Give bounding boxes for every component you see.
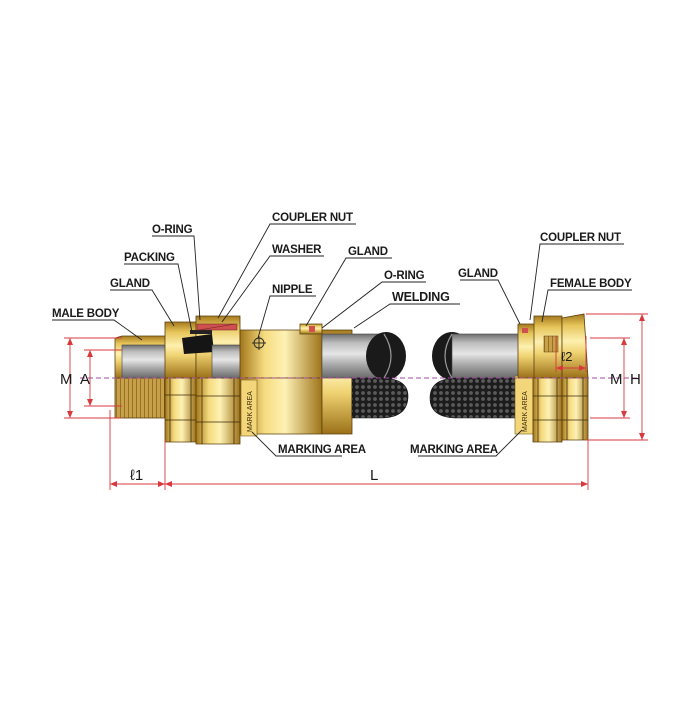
male-thread	[114, 377, 166, 419]
dim-h: H	[630, 371, 641, 388]
pipe-end-left	[366, 332, 406, 380]
label-o-ring-left: O-RING	[152, 224, 193, 236]
o-ring-mid	[309, 326, 315, 332]
label-female-body: FEMALE BODY	[550, 278, 632, 290]
label-washer: WASHER	[272, 244, 322, 256]
label-gland-right: GLAND	[458, 268, 498, 280]
nipple-crosshair	[252, 336, 266, 350]
flex-hose-right	[429, 377, 521, 419]
left-assembly	[114, 315, 409, 445]
flex-hose-left	[351, 377, 409, 419]
label-male-body: MALE BODY	[52, 308, 120, 320]
gland-hex-right	[532, 377, 563, 443]
dim-l2: ℓ2	[561, 349, 572, 364]
label-gland-mid: GLAND	[348, 246, 388, 258]
dim-m-right: M	[610, 371, 623, 388]
packing	[182, 334, 214, 354]
dim-a: A	[80, 371, 90, 388]
dim-m-left: M	[60, 371, 73, 388]
coupler-hex-left	[195, 377, 241, 445]
part-labels: O-RING COUPLER NUT PACKING WASHER GLAND …	[52, 212, 632, 456]
label-mark-area-right: MARK AREA	[522, 391, 529, 432]
dim-l: L	[370, 467, 378, 484]
dim-l1: ℓ1	[130, 467, 143, 484]
label-coupler-nut-right: COUPLER NUT	[540, 232, 621, 244]
dimension-labels: M A M H ℓ1 L ℓ2	[60, 349, 641, 484]
label-coupler-nut-left: COUPLER NUT	[272, 212, 353, 224]
dimension-lines	[64, 313, 648, 490]
label-o-ring-mid: O-RING	[384, 270, 425, 282]
label-nipple: NIPPLE	[272, 284, 313, 296]
leader-lines	[52, 223, 632, 457]
label-mark-area-left: MARK AREA	[247, 391, 254, 432]
label-marking-area-right: MARKING AREA	[410, 444, 498, 456]
label-marking-area-left: MARKING AREA	[278, 444, 366, 456]
label-packing: PACKING	[124, 252, 175, 264]
conduit-pipe-right	[451, 333, 531, 379]
female-hex-right	[561, 377, 589, 441]
o-ring-right	[522, 328, 528, 333]
label-gland-left: GLAND	[110, 278, 150, 290]
mark-area-strip-left	[240, 379, 258, 437]
label-welding: WELDING	[392, 290, 450, 304]
nipple-body	[239, 329, 323, 379]
